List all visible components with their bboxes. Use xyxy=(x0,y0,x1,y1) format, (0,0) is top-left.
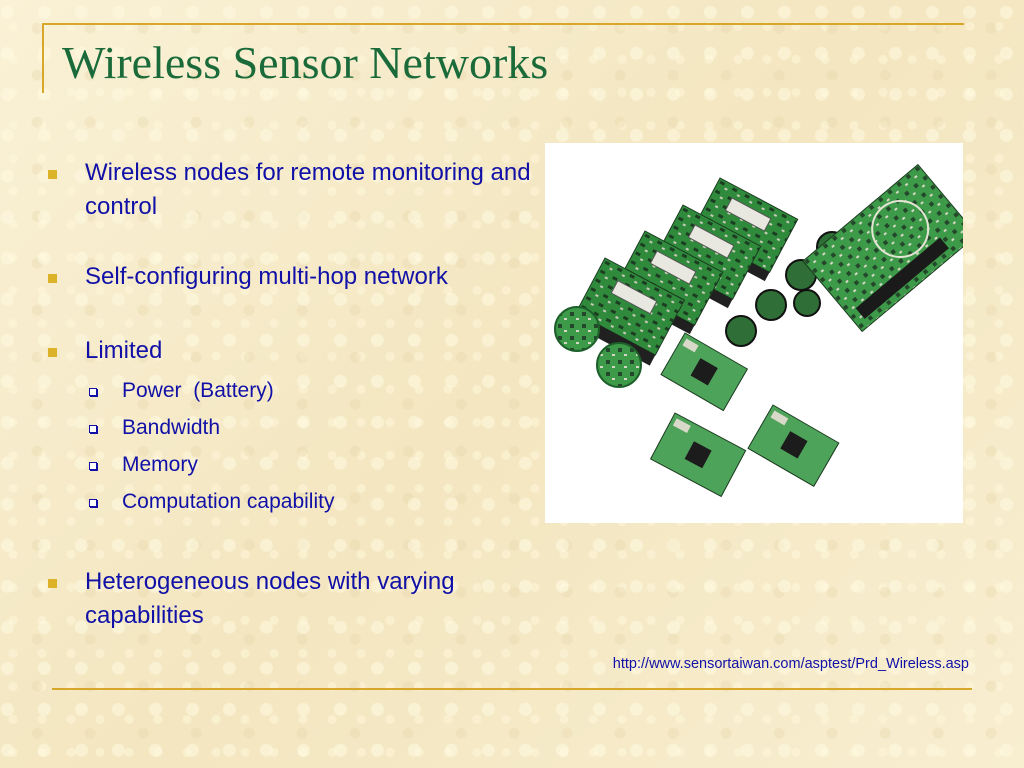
hollow-square-bullet-icon xyxy=(89,499,97,507)
bullet-text: Self-configuring multi-hop network xyxy=(85,263,448,290)
sub-bullet-list: Power (Battery) Bandwidth Memory Computa… xyxy=(85,372,538,520)
bullet-list: Wireless nodes for remote monitoring and… xyxy=(48,156,538,633)
source-link[interactable]: http://www.sensortaiwan.com/asptest/Prd_… xyxy=(612,656,969,672)
sub-bullet-text: Bandwidth xyxy=(122,416,221,439)
sub-bullet-item: Memory xyxy=(85,446,538,483)
title-rule-top xyxy=(42,23,964,25)
bullet-item: Wireless nodes for remote monitoring and… xyxy=(48,156,538,224)
hollow-square-bullet-icon xyxy=(89,425,97,433)
bullet-text: Heterogeneous nodes with varying capabil… xyxy=(85,568,455,629)
sub-bullet-item: Bandwidth xyxy=(85,409,538,446)
sub-bullet-item: Power (Battery) xyxy=(85,372,538,409)
square-bullet-icon xyxy=(48,170,57,179)
bullet-item: Self-configuring multi-hop network xyxy=(48,260,538,294)
bullet-item: Limited Power (Battery) Bandwidth Memory… xyxy=(48,334,538,520)
bullet-text: Limited xyxy=(85,337,163,364)
slide-title: Wireless Sensor Networks xyxy=(62,37,549,88)
sub-bullet-text: Memory xyxy=(122,453,198,476)
sub-bullet-text: Power (Battery) xyxy=(122,379,274,402)
sensor-boards-photo xyxy=(545,143,963,523)
square-bullet-icon xyxy=(48,348,57,357)
bullet-item: Heterogeneous nodes with varying capabil… xyxy=(48,565,538,633)
title-rule-left xyxy=(42,23,44,93)
square-bullet-icon xyxy=(48,274,57,283)
hollow-square-bullet-icon xyxy=(89,388,97,396)
hollow-square-bullet-icon xyxy=(89,462,97,470)
sub-bullet-text: Computation capability xyxy=(122,490,335,513)
sub-bullet-item: Computation capability xyxy=(85,483,538,520)
bullet-text: Wireless nodes for remote monitoring and… xyxy=(85,159,531,220)
square-bullet-icon xyxy=(48,579,57,588)
bottom-rule xyxy=(52,688,972,690)
